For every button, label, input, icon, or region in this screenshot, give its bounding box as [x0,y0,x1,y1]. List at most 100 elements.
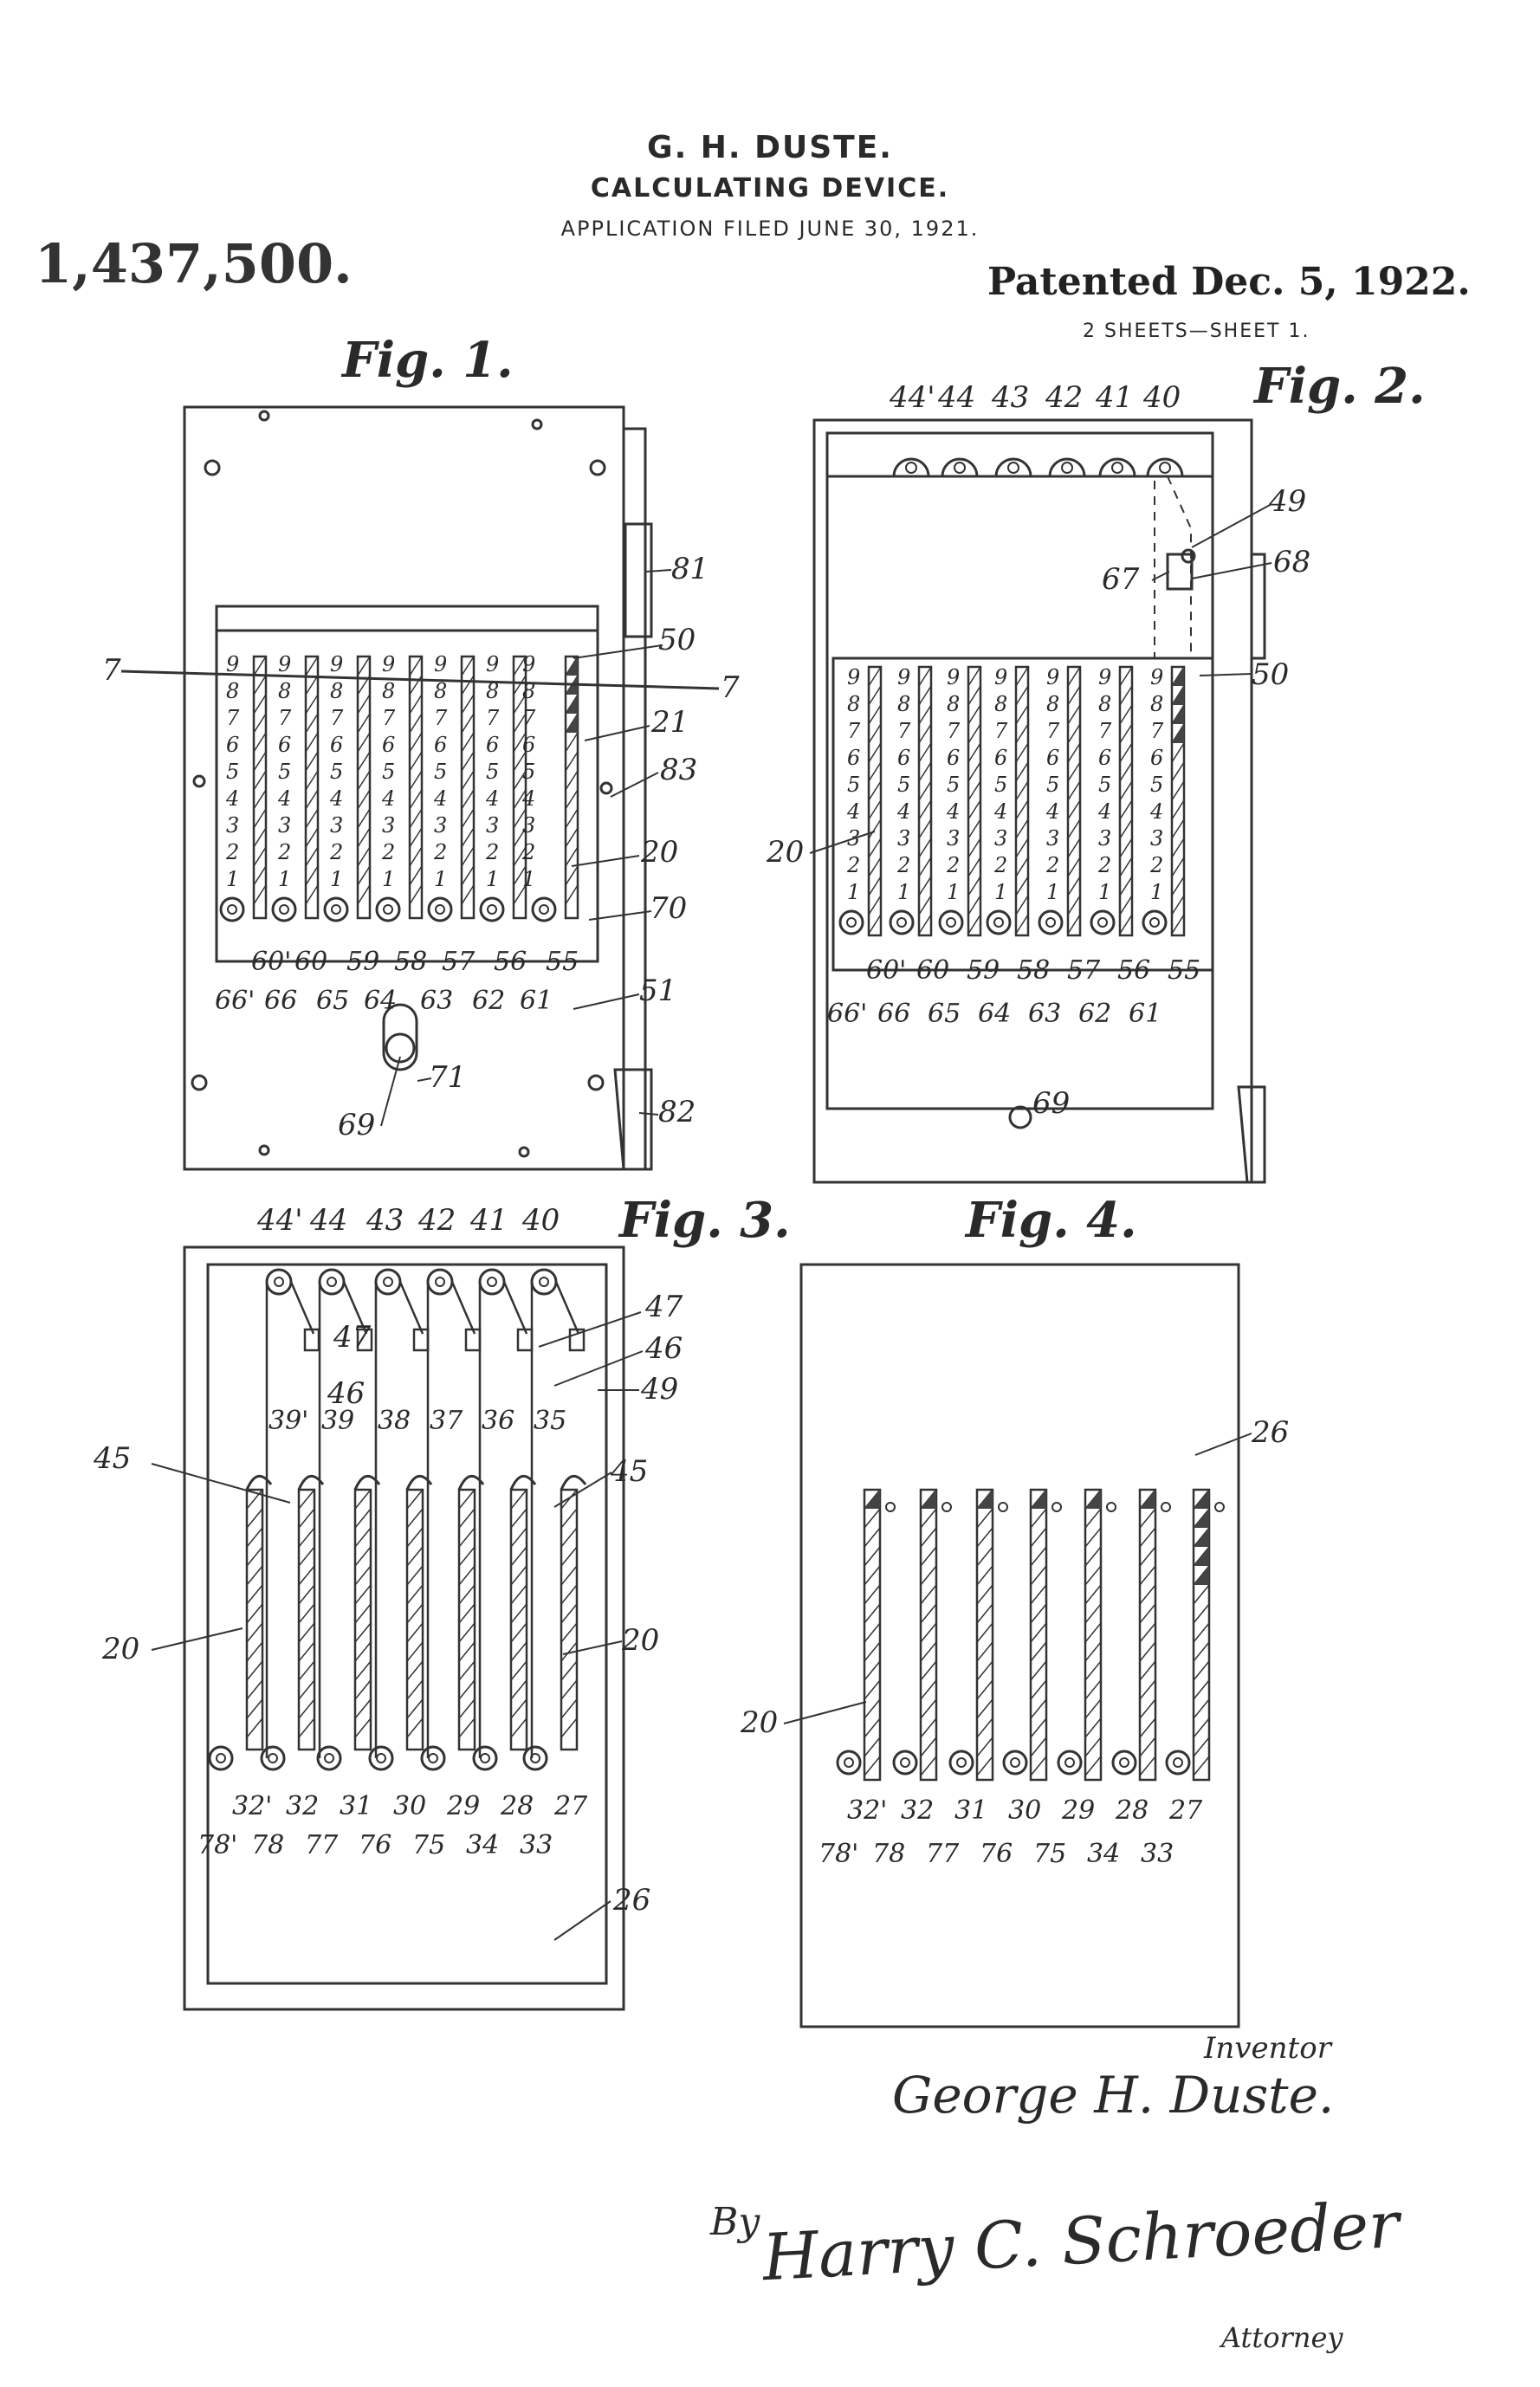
digit-label: 6 [382,733,395,757]
digit-label: 3 [434,813,447,838]
pulley [941,457,979,477]
slat-hatch [976,1546,993,1567]
slat-hatch [461,732,475,753]
slat-hook [405,1475,433,1491]
digit-label: 5 [897,773,910,797]
slat-hatch [1193,1641,1210,1662]
fig3-ref: 47 [644,1290,683,1324]
slat-hatch [920,1717,937,1738]
slat-hatch [461,827,475,848]
digit-label: 2 [433,840,447,864]
ref-label: 77 [926,1839,960,1869]
slat-hatch [458,1622,476,1643]
ref-label: 57 [1067,955,1101,986]
digit-label: 2 [1097,853,1111,877]
slat-hatch [1084,1679,1102,1700]
slat-hatch [298,1508,315,1529]
slat-hatch [920,1508,937,1529]
ref-label: 34 [466,1830,499,1860]
slat-hatch [253,656,267,676]
ref-label: 64 [364,986,397,1016]
ref-label: 29 [446,1791,480,1821]
button [986,909,1012,935]
digit-label: 6 [1150,746,1163,770]
digit-label: 9 [1150,665,1163,689]
slat-shade [1172,686,1184,705]
slat-hatch [298,1717,315,1738]
slat-hatch [409,865,423,886]
button [1057,1750,1083,1776]
slat-hatch [976,1679,993,1700]
digit-label: 4 [433,786,447,811]
slat-hatch [253,884,267,905]
slat-hatch [920,1603,937,1624]
ref-label: 76 [359,1830,391,1860]
slat-hatch [560,1603,578,1624]
slat-hatch [1119,723,1133,744]
slat [509,1488,528,1751]
digit-label: 2 [329,840,343,864]
slat-hatch [406,1584,424,1605]
ref-label: 32 [901,1795,934,1826]
slat-hatch [864,1660,881,1681]
fig1-label: Fig. 1. [340,332,514,389]
slat-hatch [246,1565,263,1586]
slat-hatch [513,884,527,905]
slat-hatch [298,1622,315,1643]
slat-hatch [458,1641,476,1662]
pulley-axle [383,1277,393,1287]
slat-hatch [354,1603,372,1624]
slat-hatch [357,751,371,772]
button-center [268,1753,278,1763]
ref-label: 57 [442,947,476,977]
slat-hatch [920,1660,937,1681]
slat-hatch [1119,704,1133,725]
rivet [1106,1502,1116,1512]
slat-hatch [918,857,932,877]
slat-hatch [510,1679,527,1700]
slat-hatch [461,694,475,715]
slat-hatch [246,1679,263,1700]
slat-hatch [967,838,981,858]
slat-hatch [1067,761,1081,782]
ref-label: 41 [1095,380,1133,415]
slat-hatch [868,666,882,687]
fig3-label: Fig. 3. [618,1192,791,1249]
slat [457,1488,476,1751]
slat-hatch [1139,1565,1156,1586]
fig1-section-line [120,670,720,690]
slat-hatch [1171,895,1185,915]
ref-label: 78' [819,1839,858,1869]
slat-hatch [461,713,475,734]
slat-hatch [1084,1660,1102,1681]
digit-label: 8 [1150,692,1163,716]
digit-label: 3 [226,813,239,838]
digit-label: 9 [278,652,291,676]
slat-hook [353,1475,381,1491]
slat-hatch [864,1737,881,1757]
digit-label: 9 [522,652,535,676]
fig2-knob-69 [1008,1105,1032,1129]
slat-hatch [305,865,319,886]
fig3-ref: 45 [610,1454,648,1489]
slat-hatch [864,1717,881,1738]
slat-hatch [357,865,371,886]
slat-shade [921,1490,936,1509]
pulley-axle [435,1277,445,1287]
slat-hatch [298,1546,315,1567]
button [219,896,245,922]
slat-hatch [868,742,882,763]
slat-hatch [1171,914,1185,935]
patented-date: Patented Dec. 5, 1922. [987,260,1471,304]
pulley [892,457,930,477]
ref-label: 33 [520,1830,553,1860]
slat-hatch [918,704,932,725]
slat-hatch [560,1489,578,1510]
ref-label: 66' [215,986,255,1016]
slat-hatch [461,884,475,905]
button-center [956,1757,967,1768]
slat-hatch [513,770,527,791]
slat-hatch [1030,1698,1047,1719]
slat-hatch [305,751,319,772]
